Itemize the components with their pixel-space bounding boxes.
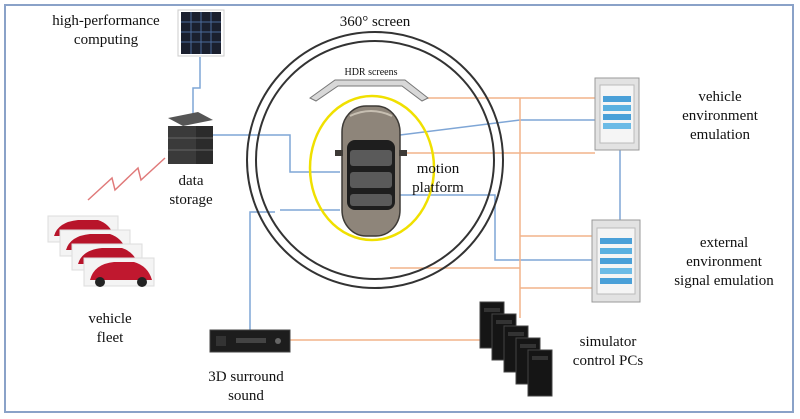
- link-storage-platform: [213, 134, 340, 173]
- external-env-line2: environment: [686, 254, 762, 270]
- hdr-screens-graphic: [309, 79, 429, 102]
- vehicle-env-label: vehicle environment emulation: [660, 88, 780, 145]
- simulator-pcs-graphic: [479, 301, 553, 397]
- vehicle-fleet-line1: vehicle: [88, 311, 132, 327]
- simulator-pcs-label: simulator control PCs: [558, 333, 658, 371]
- motion-platform-ring: [308, 94, 436, 242]
- motion-line2: platform: [412, 180, 464, 196]
- vehicle-env-line1: vehicle: [698, 89, 742, 105]
- screen-360-label: 360° screen: [339, 14, 411, 30]
- simulator-line2: control PCs: [572, 353, 644, 369]
- surround-sound-graphic: [209, 329, 291, 353]
- hdr-screens-label: HDR screens: [344, 67, 398, 78]
- screen-ring-outer: [246, 31, 504, 289]
- link-hpc-storage: [192, 57, 201, 115]
- hpc-label: high-performance computing: [46, 12, 166, 50]
- diagram-frame: [4, 4, 794, 413]
- hpc-label-line2: computing: [73, 32, 139, 48]
- orange-connections: [290, 97, 595, 341]
- vehicle-fleet-line2: fleet: [96, 330, 124, 346]
- hpc-rack-graphic: [177, 9, 225, 57]
- motion-line1: motion: [416, 161, 460, 177]
- vehicle-fleet-graphic: [47, 215, 155, 287]
- data-storage-label: data storage: [156, 172, 226, 210]
- wireless-link: [87, 157, 166, 201]
- data-storage-graphic: [168, 112, 213, 164]
- data-storage-line1: data: [178, 173, 204, 189]
- vehicle-env-rack-graphic: [594, 77, 640, 151]
- vehicle-env-line2: environment: [682, 108, 758, 124]
- surround-sound-label: 3D surround sound: [196, 368, 296, 406]
- hpc-label-line1: high-performance: [52, 13, 160, 29]
- surround-line2: sound: [228, 388, 264, 404]
- link-platform-external: [400, 194, 600, 261]
- vehicle-env-line3: emulation: [690, 127, 750, 143]
- car-top-view: [335, 105, 407, 237]
- external-env-label: external environment signal emulation: [654, 234, 794, 291]
- external-env-rack-graphic: [591, 219, 641, 303]
- vehicle-fleet-label: vehicle fleet: [80, 310, 140, 348]
- screen-ring-inner: [255, 40, 495, 280]
- simulator-line1: simulator: [579, 334, 637, 350]
- link-sound-storage: [249, 211, 275, 330]
- external-env-line1: external: [699, 235, 749, 251]
- data-storage-line2: storage: [169, 192, 213, 208]
- motion-platform-label: motion platform: [398, 160, 478, 198]
- external-env-line3: signal emulation: [674, 273, 774, 289]
- surround-line1: 3D surround: [208, 369, 284, 385]
